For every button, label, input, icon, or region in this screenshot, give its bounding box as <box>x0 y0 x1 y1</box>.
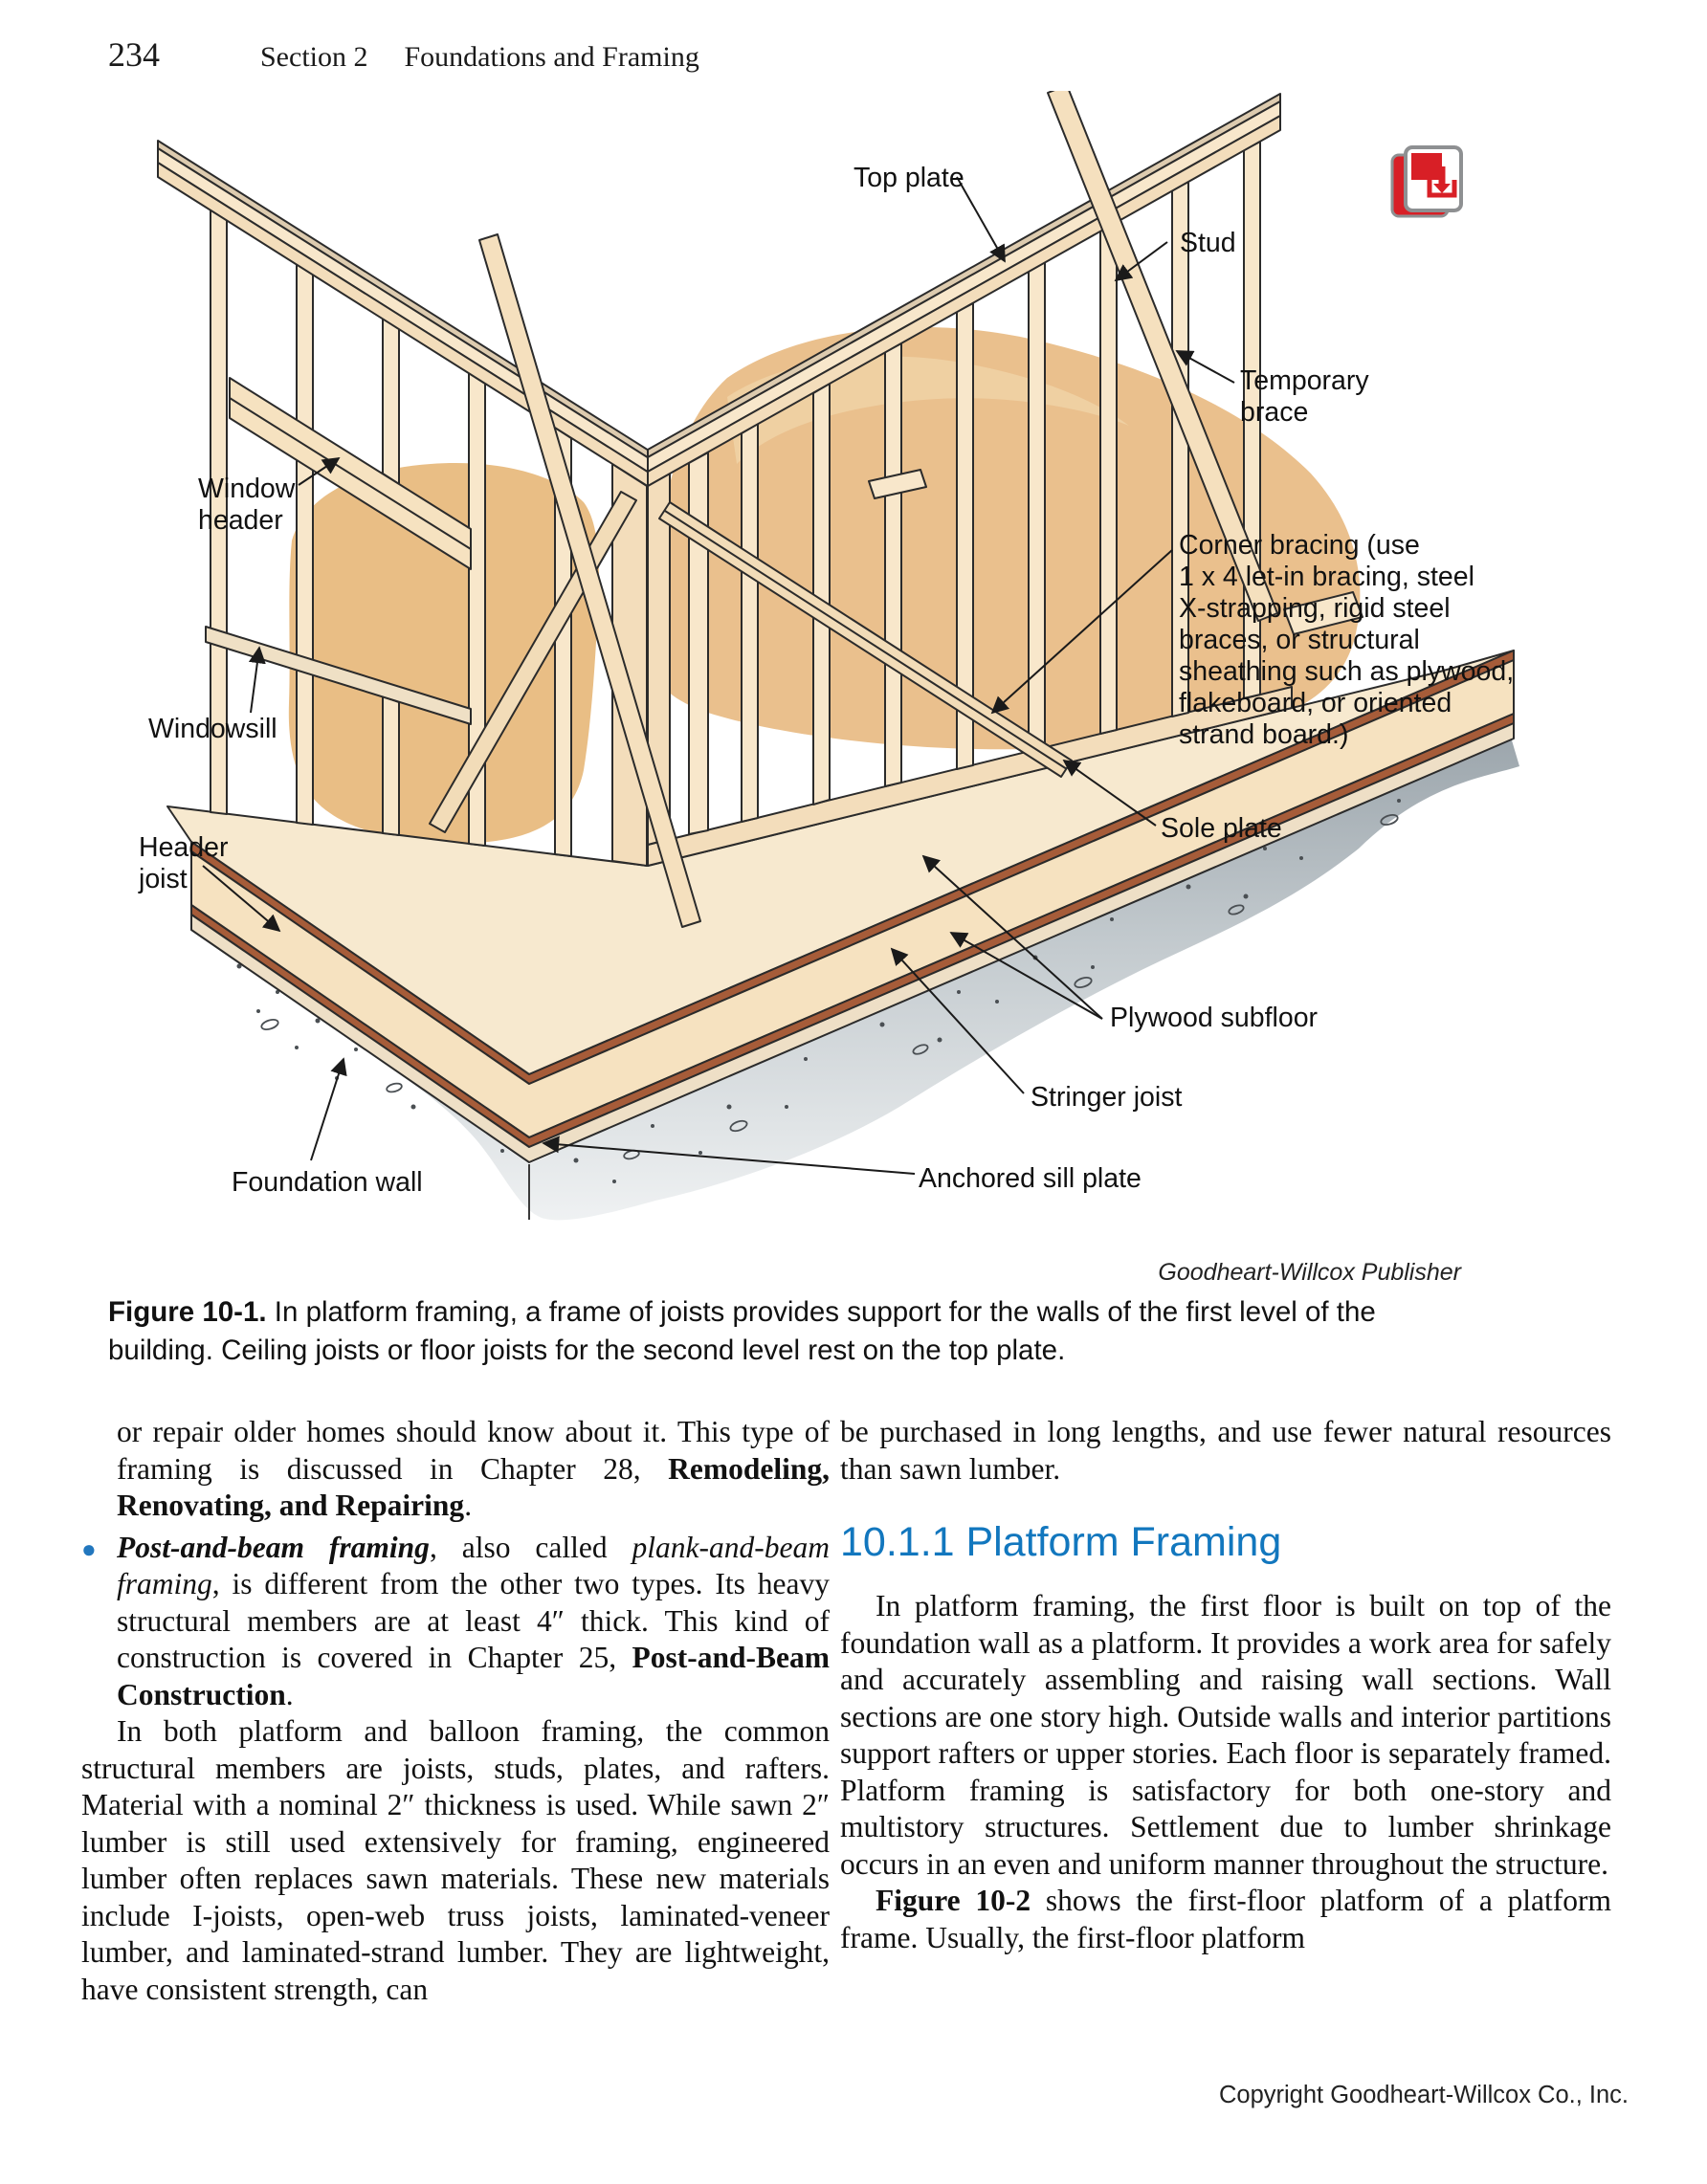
leader-lines <box>202 176 1235 1175</box>
left-column: or repair older homes should know about … <box>81 1414 830 2008</box>
copyright-footer: Copyright Goodheart-Willcox Co., Inc. <box>1219 2082 1629 2108</box>
top-plate-lower <box>647 115 1281 487</box>
nailer-block <box>868 469 927 499</box>
icon-red-square <box>1411 153 1442 180</box>
stud <box>688 452 709 835</box>
paragraph: be purchased in long lengths, and use fe… <box>840 1415 1611 1486</box>
caption-label: Figure 10-1. <box>108 1296 267 1328</box>
temporary-brace-right <box>1047 91 1278 622</box>
sole-plate <box>647 686 1293 867</box>
label-anchored-sill-plate: Anchored sill plate <box>919 1163 1142 1194</box>
windowsill-beam <box>205 626 472 725</box>
cripple-stud <box>382 318 400 485</box>
anchored-sill-plate-band <box>190 722 1515 1163</box>
label-foundation-wall: Foundation wall <box>232 1167 423 1198</box>
label-temporary-brace: Temporary brace <box>1240 365 1369 429</box>
paragraph: In both platform and balloon framing, th… <box>81 1714 830 2006</box>
stud <box>741 423 759 823</box>
bullet-text: Post-and-beam framing, also called plank… <box>117 1530 830 1711</box>
brace-kicker-block <box>1283 591 1363 635</box>
icon-tray <box>1427 180 1457 198</box>
top-plate-lower <box>157 162 665 497</box>
label-corner-bracing: Corner bracing (use 1 x 4 let-in bracing… <box>1179 530 1515 751</box>
label-top-plate: Top plate <box>854 163 964 193</box>
bullet-item: ● Post-and-beam framing, also called pla… <box>81 1530 830 1714</box>
label-plywood-subfloor: Plywood subfloor <box>1110 1003 1319 1033</box>
stud <box>1099 221 1118 735</box>
label-window-header: Window header <box>198 474 296 537</box>
label-stringer-joist: Stringer joist <box>1031 1082 1183 1113</box>
section-label: Section 2 <box>260 41 368 73</box>
right-wall <box>647 93 1293 867</box>
bullet-icon: ● <box>81 1533 97 1563</box>
stud <box>884 342 902 787</box>
label-sole-plate: Sole plate <box>1161 813 1282 844</box>
running-head: 234 Section 2 Foundations and Framing <box>108 34 1543 75</box>
temporary-brace-left <box>478 233 701 928</box>
label-stud: Stud <box>1180 228 1236 258</box>
section-subheading: 10.1.1 Platform Framing <box>840 1519 1282 1565</box>
download-icon[interactable] <box>1389 143 1466 224</box>
stud <box>296 263 314 826</box>
label-header-joist: Header joist <box>139 832 229 895</box>
right-column: be purchased in long lengths, and use fe… <box>840 1414 1611 1956</box>
section-title: Foundations and Framing <box>404 41 699 73</box>
stud <box>812 383 831 805</box>
platform-framing-illustration <box>157 91 1519 1221</box>
figure-caption: Figure 10-1. In platform framing, a fram… <box>108 1293 1480 1370</box>
concrete-aggregate <box>260 813 1399 1160</box>
temporary-braces <box>478 91 1363 928</box>
icon-arrow-head <box>1433 184 1451 193</box>
page-number: 234 <box>108 35 160 74</box>
cripple-stud <box>382 695 400 836</box>
top-plate-upper <box>157 147 665 483</box>
paragraph: In platform framing, the first floor is … <box>840 1589 1611 1881</box>
caption-text: In platform framing, a frame of joists p… <box>108 1296 1376 1367</box>
figure-credit: Goodheart-Willcox Publisher <box>1158 1259 1461 1286</box>
paragraph: Figure 10-2 shows the first-floor platfo… <box>840 1884 1611 1954</box>
paragraph: or repair older homes should know about … <box>117 1415 830 1522</box>
figure-10-1: Top plate Stud Temporary brace Window he… <box>115 91 1617 1263</box>
label-windowsill: Windowsill <box>148 714 277 744</box>
